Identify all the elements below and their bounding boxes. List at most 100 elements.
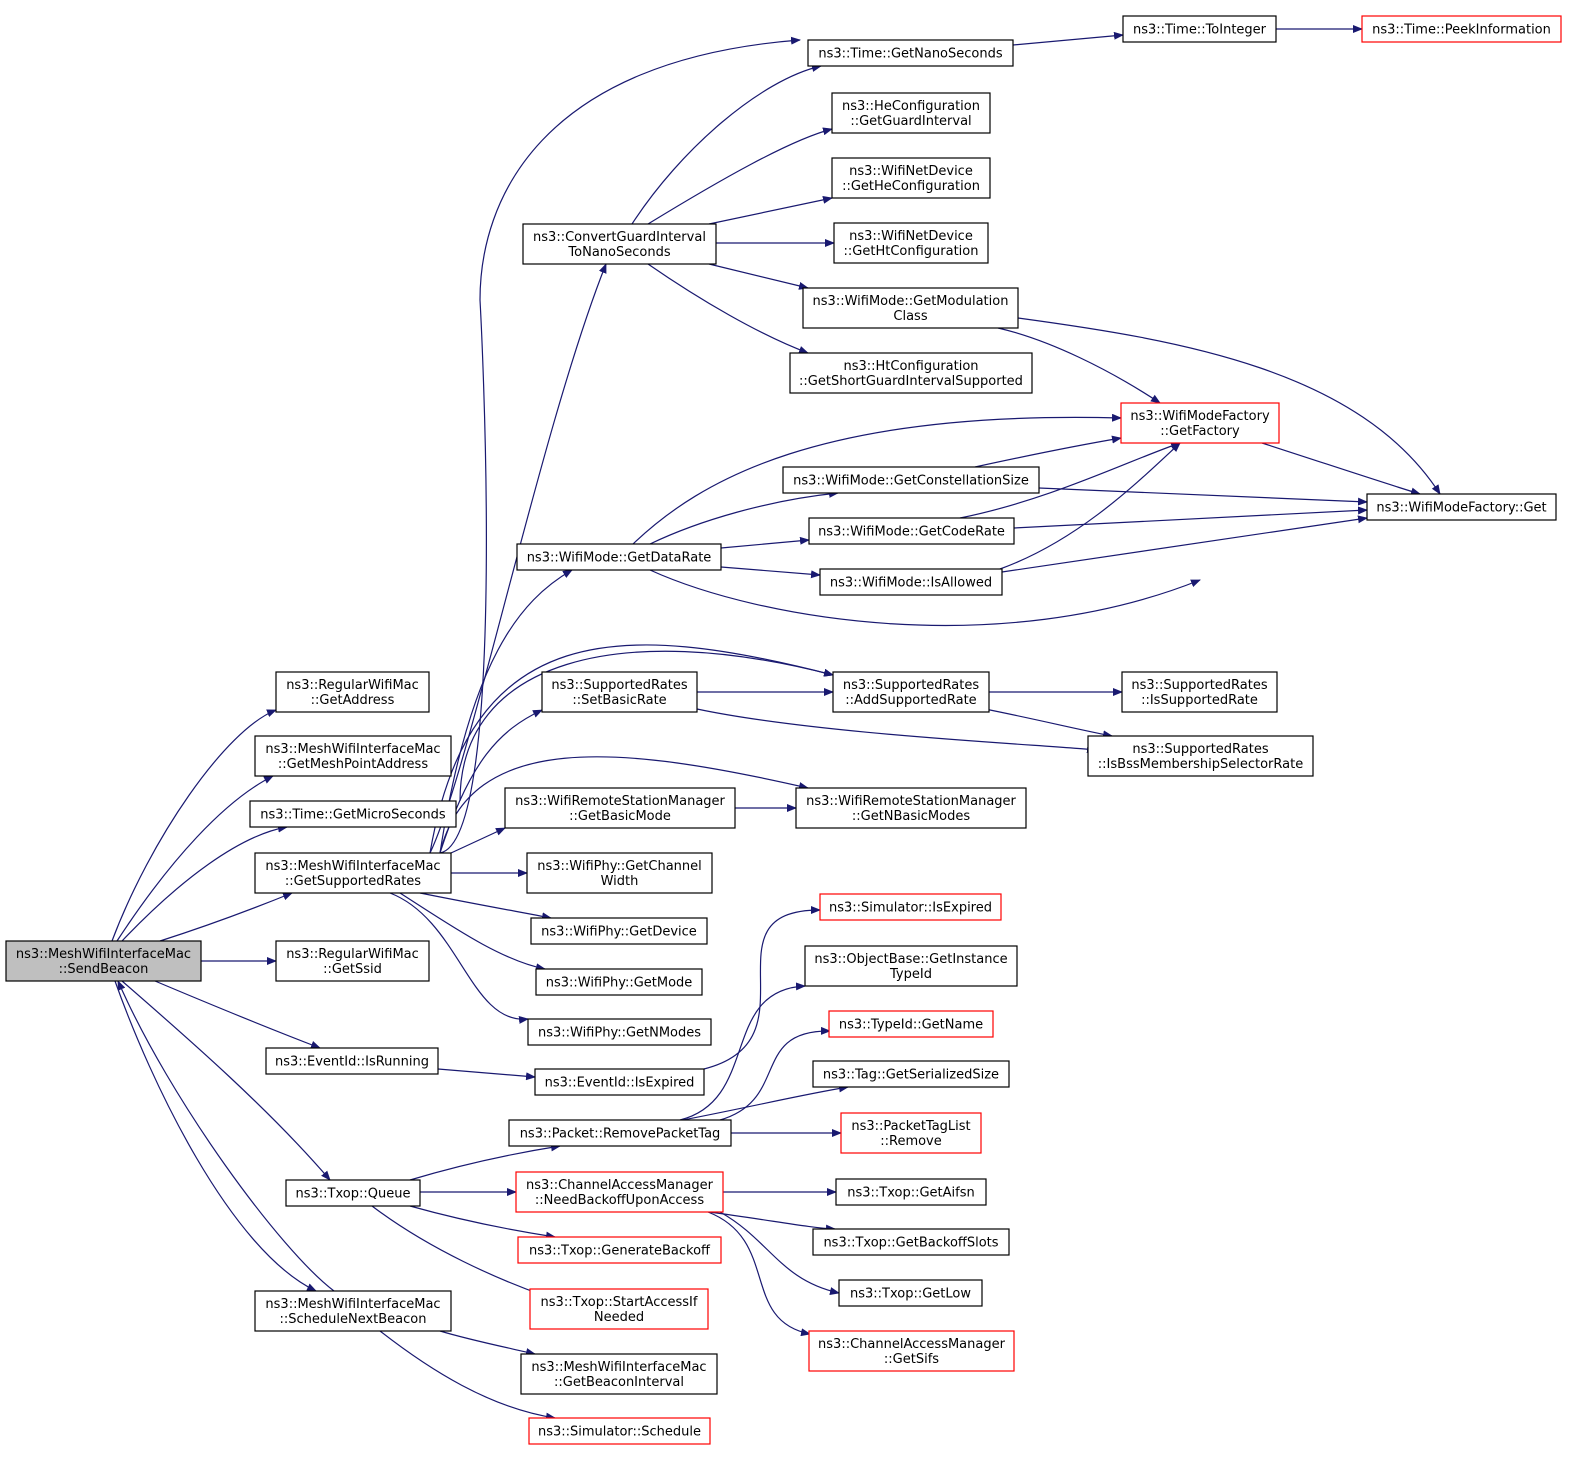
- edge-n30-to-n45: [974, 435, 1122, 468]
- node-n5[interactable]: ns3::RegularWifiMac::GetSsid: [275, 940, 430, 982]
- node-n32[interactable]: ns3::WifiMode::IsAllowed: [819, 568, 1003, 596]
- node-label-line: ::GetHeConfiguration: [842, 179, 980, 194]
- node-box: [528, 1417, 711, 1445]
- node-n14[interactable]: ns3::WifiPhy::GetDevice: [530, 917, 708, 945]
- node-n39[interactable]: ns3::PacketTagList::Remove: [840, 1112, 982, 1154]
- node-box: [5, 940, 202, 982]
- node-n11[interactable]: ns3::SupportedRates::SetBasicRate: [541, 671, 698, 713]
- nodes-layer: ns3::MeshWifiInterfaceMac::SendBeaconns3…: [5, 15, 1562, 1445]
- node-n30[interactable]: ns3::WifiMode::GetConstellationSize: [782, 466, 1040, 494]
- edges-layer: [111, 25, 1441, 1421]
- node-n38[interactable]: ns3::Tag::GetSerializedSize: [812, 1060, 1010, 1088]
- node-label-line: ns3::Txop::StartAccessIf: [541, 1295, 698, 1310]
- node-label-line: ns3::WifiNetDevice: [849, 164, 973, 179]
- node-label-line: ns3::SupportedRates: [1132, 742, 1268, 757]
- node-box: [831, 92, 991, 134]
- node-label-line: ::GetHtConfiguration: [844, 244, 979, 259]
- node-n20[interactable]: ns3::Txop::GenerateBackoff: [517, 1236, 722, 1264]
- node-n29[interactable]: ns3::HtConfiguration::GetShortGuardInter…: [789, 352, 1033, 394]
- node-n3[interactable]: ns3::Time::GetMicroSeconds: [249, 800, 457, 828]
- node-n23[interactable]: ns3::Simulator::Schedule: [528, 1417, 711, 1445]
- node-n12[interactable]: ns3::WifiRemoteStationManager::GetBasicM…: [504, 787, 736, 829]
- node-n25[interactable]: ns3::HeConfiguration::GetGuardInterval: [831, 92, 991, 134]
- node-n40[interactable]: ns3::Txop::GetAifsn: [835, 1178, 987, 1206]
- node-n48[interactable]: ns3::SupportedRates::IsBssMembershipSele…: [1087, 735, 1314, 777]
- node-box: [517, 1236, 722, 1264]
- node-n42[interactable]: ns3::Txop::GetLow: [838, 1279, 983, 1307]
- node-box: [529, 1288, 709, 1330]
- node-label-line: ns3::HtConfiguration: [843, 359, 978, 374]
- node-n44[interactable]: ns3::Time::ToInteger: [1122, 15, 1277, 43]
- edge-n6-to-n17: [437, 1068, 536, 1081]
- edge-n4-to-n15: [399, 892, 546, 972]
- edge-n0-to-n3: [121, 824, 288, 942]
- node-n34[interactable]: ns3::WifiRemoteStationManager::GetNBasic…: [795, 787, 1027, 829]
- node-box: [838, 1279, 983, 1307]
- node-label-line: ns3::PacketTagList: [851, 1119, 970, 1134]
- node-box: [1366, 493, 1557, 521]
- node-n31[interactable]: ns3::WifiMode::GetCodeRate: [808, 517, 1015, 545]
- node-n27[interactable]: ns3::WifiNetDevice::GetHtConfiguration: [833, 222, 989, 264]
- node-box: [832, 671, 990, 713]
- node-box: [802, 287, 1019, 329]
- node-n8[interactable]: ns3::MeshWifiInterfaceMac::ScheduleNextB…: [254, 1290, 452, 1332]
- node-label-line: Needed: [594, 1310, 644, 1325]
- edge-n18-to-n36: [679, 982, 806, 1121]
- node-label-line: ns3::Simulator::Schedule: [538, 1425, 701, 1440]
- node-label-line: ns3::Time::GetNanoSeconds: [818, 47, 1003, 62]
- node-n15[interactable]: ns3::WifiPhy::GetMode: [535, 968, 703, 996]
- edge-n18-to-n38: [682, 1084, 849, 1121]
- node-n37[interactable]: ns3::TypeId::GetName: [828, 1010, 994, 1038]
- node-n45[interactable]: ns3::WifiModeFactory::GetFactory: [1120, 402, 1280, 444]
- node-label-line: ::GetSifs: [884, 1352, 939, 1367]
- node-n6[interactable]: ns3::EventId::IsRunning: [265, 1047, 439, 1075]
- edge-n45-to-n46: [1261, 442, 1421, 496]
- node-box: [516, 543, 722, 571]
- edge-n0-to-n8: [114, 980, 317, 1292]
- node-n41[interactable]: ns3::Txop::GetBackoffSlots: [812, 1228, 1010, 1256]
- node-n26[interactable]: ns3::WifiNetDevice::GetHeConfiguration: [831, 157, 991, 199]
- edge-n4-to-n34: [439, 756, 809, 854]
- node-n7[interactable]: ns3::Txop::Queue: [285, 1179, 421, 1207]
- node-n46[interactable]: ns3::WifiModeFactory::Get: [1366, 493, 1557, 521]
- node-n22[interactable]: ns3::MeshWifiInterfaceMac::GetBeaconInte…: [520, 1353, 718, 1395]
- node-label-line: ns3::Tag::GetSerializedSize: [823, 1068, 999, 1083]
- node-n35[interactable]: ns3::Simulator::IsExpired: [819, 893, 1002, 921]
- node-n17[interactable]: ns3::EventId::IsExpired: [534, 1068, 705, 1096]
- node-n0[interactable]: ns3::MeshWifiInterfaceMac::SendBeacon: [5, 940, 202, 982]
- node-box: [530, 917, 708, 945]
- node-n49[interactable]: ns3::Time::PeekInformation: [1361, 15, 1562, 43]
- node-n1[interactable]: ns3::RegularWifiMac::GetAddress: [275, 671, 430, 713]
- node-label-line: ns3::WifiNetDevice: [849, 229, 973, 244]
- node-label-line: ns3::Txop::GetAifsn: [847, 1186, 975, 1201]
- node-box: [265, 1047, 439, 1075]
- node-n24[interactable]: ns3::Time::GetNanoSeconds: [807, 39, 1014, 67]
- node-label-line: ns3::Txop::GetBackoffSlots: [823, 1236, 998, 1251]
- node-label-line: ::GetShortGuardIntervalSupported: [799, 374, 1023, 389]
- node-n33[interactable]: ns3::SupportedRates::AddSupportedRate: [832, 671, 990, 713]
- node-n4[interactable]: ns3::MeshWifiInterfaceMac::GetSupportedR…: [254, 852, 452, 894]
- edge-n24-to-n44: [1012, 31, 1124, 46]
- edge-n17-to-n35: [703, 906, 821, 1070]
- edge-n9-to-n25: [647, 127, 833, 225]
- node-n19[interactable]: ns3::ChannelAccessManager::NeedBackoffUp…: [515, 1171, 724, 1213]
- node-n2[interactable]: ns3::MeshWifiInterfaceMac::GetMeshPointA…: [254, 735, 452, 777]
- edge-n7-to-n18: [409, 1143, 561, 1181]
- node-box: [812, 1228, 1010, 1256]
- node-label-line: ns3::HeConfiguration: [842, 99, 980, 114]
- node-label-line: ns3::WifiPhy::GetNModes: [538, 1026, 701, 1041]
- node-box: [541, 671, 698, 713]
- node-n18[interactable]: ns3::Packet::RemovePacketTag: [508, 1119, 732, 1147]
- edge-n3-to-n33: [459, 650, 834, 802]
- node-n10[interactable]: ns3::WifiMode::GetDataRate: [516, 543, 722, 571]
- node-n43[interactable]: ns3::ChannelAccessManager::GetSifs: [808, 1330, 1015, 1372]
- edge-n32-to-n46: [1001, 515, 1368, 573]
- node-n16[interactable]: ns3::WifiPhy::GetNModes: [527, 1018, 712, 1046]
- node-n47[interactable]: ns3::SupportedRates::IsSupportedRate: [1121, 671, 1278, 713]
